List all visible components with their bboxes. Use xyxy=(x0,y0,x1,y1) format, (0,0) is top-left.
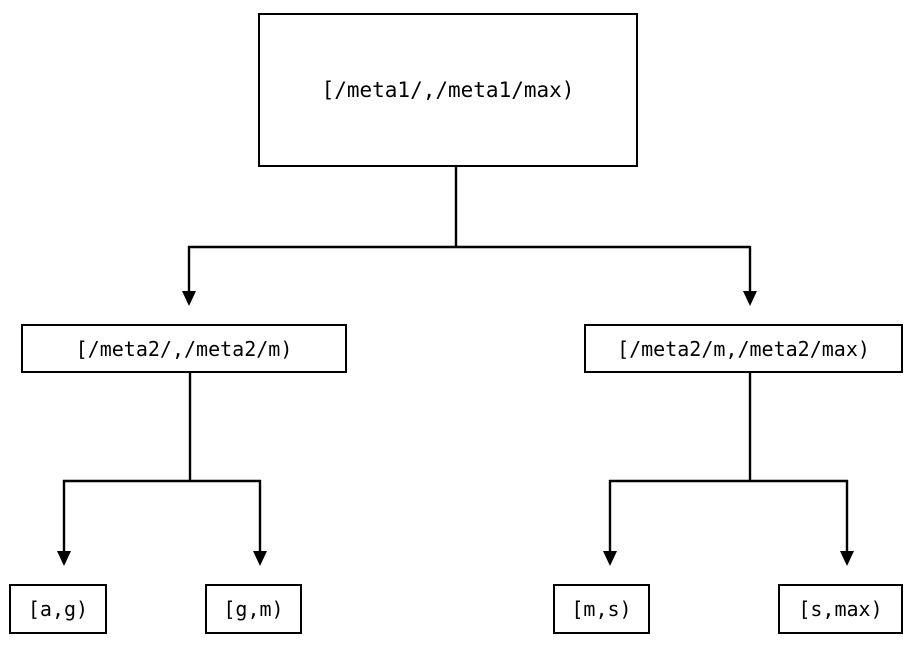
tree-node-meta2-high[interactable]: [/meta2/m,/meta2/max) xyxy=(584,324,903,373)
tree-node-root[interactable]: [/meta1/,/meta1/max) xyxy=(258,13,638,167)
arrowhead-meta2-high-to-leaf-smax xyxy=(840,551,854,566)
tree-node-meta2-low[interactable]: [/meta2/,/meta2/m) xyxy=(21,324,347,373)
tree-node-root-label: [/meta1/,/meta1/max) xyxy=(321,78,575,102)
tree-node-leaf-ag-label: [a,g) xyxy=(27,597,89,621)
tree-node-meta2-high-label: [/meta2/m,/meta2/max) xyxy=(617,336,870,361)
tree-node-leaf-ms-label: [m,s) xyxy=(571,597,632,621)
tree-node-leaf-gm-label: [g,m) xyxy=(223,597,284,621)
arrowhead-root-to-meta2-low xyxy=(182,291,196,306)
arrowhead-root-to-meta2-high xyxy=(743,291,757,306)
tree-node-leaf-smax[interactable]: [s,max) xyxy=(778,584,903,634)
tree-node-meta2-low-label: [/meta2/,/meta2/m) xyxy=(75,336,293,361)
arrowhead-meta2-low-to-leaf-gm xyxy=(253,551,267,566)
tree-node-leaf-gm[interactable]: [g,m) xyxy=(205,584,302,634)
tree-node-leaf-ms[interactable]: [m,s) xyxy=(553,584,650,634)
arrowhead-meta2-low-to-leaf-ag xyxy=(57,551,71,566)
tree-node-leaf-ag[interactable]: [a,g) xyxy=(9,584,107,634)
arrowhead-meta2-high-to-leaf-ms xyxy=(603,551,617,566)
tree-node-leaf-smax-label: [s,max) xyxy=(798,597,883,621)
